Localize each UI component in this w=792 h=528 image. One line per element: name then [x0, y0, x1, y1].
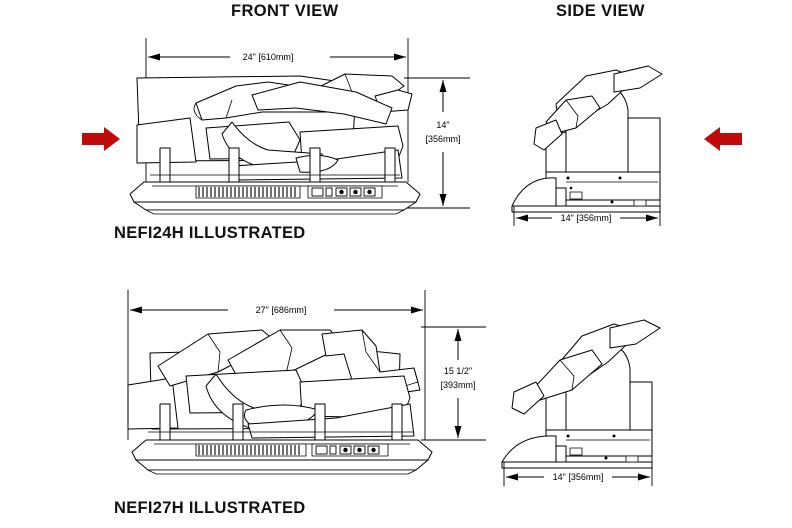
- side-view-heading: SIDE VIEW: [556, 2, 645, 20]
- nefi27h-side-view: 14" [356mm]: [501, 319, 661, 486]
- model-caption-nefi24h: NEFI24H ILLUSTRATED: [114, 224, 306, 242]
- dim-label-height-nefi27h-imperial: 15 1/2": [444, 366, 472, 376]
- model-caption-nefi27h: NEFI27H ILLUSTRATED: [114, 499, 306, 517]
- dim-height-nefi24h: [404, 77, 470, 209]
- red-arrow-right: [704, 127, 742, 151]
- dim-label-width-nefi27h: 27" [686mm]: [256, 305, 307, 315]
- dim-label-depth-nefi27h: 14" [356mm]: [553, 472, 604, 482]
- burner-grille-nefi24h: [195, 185, 301, 199]
- control-panel-nefi24h: [307, 185, 383, 199]
- dim-width-nefi24h: [145, 38, 409, 182]
- dim-width-nefi27h: 27" [686mm]: [127, 290, 426, 440]
- dim-label-height-nefi24h-metric: [356mm]: [425, 134, 460, 144]
- dim-depth-nefi24h: 14" [356mm]: [513, 200, 661, 226]
- dim-label-height-nefi27h-metric: [393mm]: [440, 380, 475, 390]
- front-view-heading: FRONT VIEW: [231, 2, 339, 20]
- nefi27h-front-view: 27" [686mm] 15 1/2" [393mm]: [127, 290, 486, 475]
- dim-label-depth-nefi24h: 14" [356mm]: [561, 213, 612, 223]
- control-panel-nefi27h: [311, 443, 389, 457]
- nefi24h-side-view: 14" [356mm]: [511, 65, 663, 226]
- burner-grille-nefi27h: [195, 443, 307, 457]
- dim-depth-nefi27h: 14" [356mm]: [503, 456, 653, 486]
- dim-label-height-nefi24h-imperial: 14": [436, 120, 449, 130]
- red-arrow-left: [82, 127, 120, 151]
- dim-label-width-nefi24h: 24" [610mm]: [243, 52, 294, 62]
- dim-height-nefi27h: 15 1/2" [393mm]: [421, 326, 486, 441]
- nefi24h-front-view: 24" [610mm] 14" [356mm]: [129, 38, 470, 215]
